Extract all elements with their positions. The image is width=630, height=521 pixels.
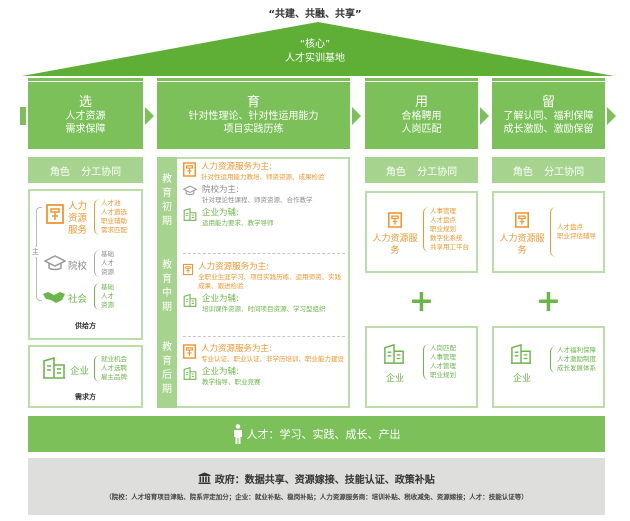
arrow-right-icon [352, 107, 361, 125]
use-hr-name: 人力资源服务 [372, 234, 418, 256]
band [365, 78, 478, 81]
flow-start-stub [20, 107, 26, 125]
stage-retain: 留 了解认同、福利保障 成长激励、激励保留 [492, 82, 605, 149]
phase-entry: 人力资源服务为主:专业认证、职业认证、非学历培训、职业能力建设 [183, 344, 345, 364]
arrow-right-icon [480, 107, 489, 125]
phase-entry: 人力资源服务为主:全职业生涯学习、项目实践历练、运用师资、实践成果、跟进检验 [183, 262, 345, 291]
phase-middle: 人力资源服务为主:全职业生涯学习、项目实践历练、运用师资、实践成果、跟进检验 企… [183, 262, 345, 317]
phase-early: 人力资源服务为主:针对性运用能力教培、师资资源、成果检验 院校为主:针对理论性课… [183, 162, 345, 231]
supplier-items: 人才池 人才遴选 职业辅助 需求匹配 [94, 199, 127, 235]
roof-title: “核心” 人才实训基地 [285, 39, 345, 64]
stage-educate: 育 针对性理论、针对性运用能力 项目实践历练 [157, 82, 350, 149]
building-icon [183, 208, 197, 221]
main-label: 主 [32, 247, 39, 257]
hr-service-icon [515, 212, 529, 228]
phase-entry: 院校为主:针对理论性课程、师资资源、合作教学 [183, 185, 345, 205]
retain-hr-box: 人力资源服务 人才盘点 职业评估辅导 [492, 191, 605, 273]
use-enterprise-items: 人岗匹配 人事管理 人才管理 职业规划 [423, 344, 456, 380]
government-note: （院校：人才培育项目津贴、院系评定加分；企业：就业补贴、稳岗补贴；人力资源服务商… [105, 493, 528, 501]
use-enterprise-name: 企业 [385, 374, 404, 384]
building-icon [183, 294, 197, 307]
stage-select: 选 人才资源 需求保障 [28, 82, 143, 149]
government-bar: 政府：数据共享、资源嫁接、技能认证、政策补贴 （院校：人才培育项目津贴、院系评定… [28, 458, 605, 515]
building-icon [510, 344, 532, 364]
person-icon [233, 424, 242, 444]
retain-enterprise-name: 企业 [512, 374, 531, 384]
retain-hr-name: 人力资源服务 [499, 234, 545, 256]
stage-use: 用 合格聘用 人岗匹配 [365, 82, 478, 149]
retain-enterprise-box: 企业 人才福利保障 人才激励制度 成长发展体系 [492, 326, 605, 408]
hr-service-icon [183, 263, 194, 276]
role-header: 角色 分工协同 [28, 157, 143, 183]
phase-entry: 人力资源服务为主:针对性运用能力教培、师资资源、成果检验 [183, 162, 345, 182]
plus-icon: + [408, 284, 435, 319]
demand-box: 企业 就业机会 人才选聘 雇主品牌 需求方 [28, 345, 143, 408]
building-icon [183, 367, 197, 380]
supplier-name: 社会 [68, 294, 88, 305]
hr-service-icon [46, 204, 64, 224]
plus-icon: + [535, 284, 562, 319]
retain-hr-items: 人才盘点 职业评估辅导 [550, 207, 596, 257]
phase-late: 人力资源服务为主:专业认证、职业认证、非学历培训、职业能力建设 企业为辅:教学指… [183, 344, 345, 390]
demand-name: 企业 [70, 366, 90, 377]
building-icon [42, 357, 66, 379]
arrow-right-icon [607, 107, 616, 125]
supplier-name: 院校 [68, 261, 88, 272]
building-icon [383, 344, 405, 364]
graduation-cap-icon [44, 255, 66, 271]
demand-items: 就业机会 人才选聘 雇主品牌 [94, 355, 127, 382]
divider [183, 253, 345, 254]
role-header: 角色 分工协同 [365, 157, 478, 183]
use-hr-box: 人力资源服务 人事管理 人才盘点 职业规划 数字化系统 共享用工平台 [365, 191, 478, 273]
phase-tag: 教育初期 [157, 157, 177, 244]
arrow-right-icon [145, 107, 154, 125]
roof-triangle [22, 22, 614, 76]
hr-service-icon [183, 162, 196, 177]
demand-caption: 需求方 [75, 393, 96, 401]
band [157, 78, 350, 81]
phase-entry: 企业为辅:运用能力要求、教学导师 [183, 208, 345, 228]
graduation-cap-icon [183, 185, 197, 196]
supplier-items: 基础 人才 资源 [94, 283, 114, 310]
supplier-name: 人力资源服务 [68, 201, 88, 236]
band [28, 78, 143, 81]
supplier-items: 基础 人才 资源 [94, 250, 114, 277]
handshake-icon [42, 290, 66, 304]
phase-entry: 企业为辅:培训课件资源、时间项目资源、学习型组织 [183, 294, 345, 314]
divider [183, 336, 345, 337]
educate-panel [157, 157, 350, 408]
band [492, 78, 605, 81]
phase-tag: 教育后期 [157, 330, 177, 408]
retain-enterprise-items: 人才福利保障 人才激励制度 成长发展体系 [550, 346, 596, 373]
hr-service-icon [388, 212, 402, 228]
use-enterprise-box: 企业 人岗匹配 人事管理 人才管理 职业规划 [365, 326, 478, 408]
slogan: “共建、共融、共享” [268, 9, 362, 20]
phase-entry: 企业为辅:教学指导、职业竞赛 [183, 367, 345, 387]
phase-tag: 教育中期 [157, 244, 177, 330]
role-header: 角色 分工协同 [492, 157, 605, 183]
hr-service-icon [183, 344, 196, 359]
talent-bar: 人才：学习、实践、成长、产出 [28, 416, 605, 452]
government-building-icon [198, 472, 211, 484]
supply-box: 主 人力资源服务 人才池 人才遴选 职业辅助 需求匹配 院校 基础 人才 资源 … [28, 189, 143, 340]
government-main: 政府：数据共享、资源嫁接、技能认证、政策补贴 [28, 471, 605, 486]
supply-caption: 供给方 [75, 322, 96, 330]
use-hr-items: 人事管理 人才盘点 职业规划 数字化系统 共享用工平台 [423, 207, 469, 252]
